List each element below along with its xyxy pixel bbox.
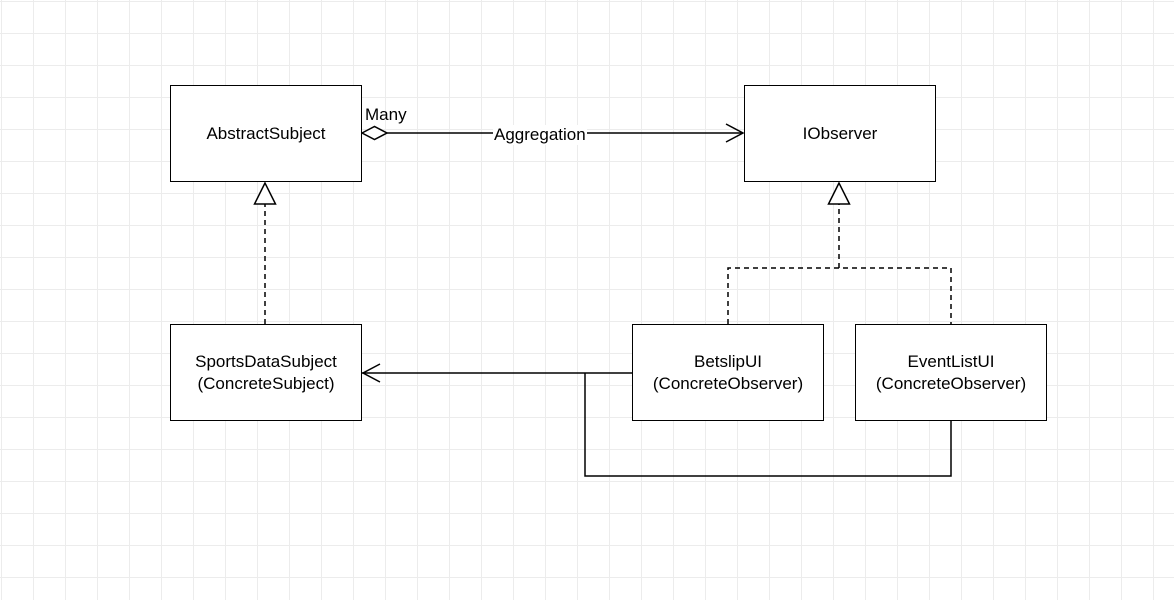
class-betslip-ui-stereotype: (ConcreteObserver) <box>652 373 804 393</box>
aggregation-arrowhead <box>725 123 745 143</box>
class-event-list-ui-name: EventListUI <box>907 351 995 371</box>
class-abstract-subject[interactable]: AbstractSubject <box>170 85 362 182</box>
subject-arrowhead <box>361 363 381 383</box>
aggregation-label: Aggregation <box>493 125 587 145</box>
observer-realization-edge[interactable] <box>727 181 952 324</box>
class-iobserver-name: IObserver <box>802 123 878 143</box>
observers-to-subject-edge[interactable] <box>361 363 952 477</box>
subject-realization-triangle <box>253 181 277 205</box>
aggregation-diamond <box>360 125 389 141</box>
subject-realization-edge[interactable] <box>253 181 277 324</box>
aggregation-multiplicity-label: Many <box>365 105 407 124</box>
eventlist-to-subject-path <box>584 373 952 477</box>
class-sports-data-subject-stereotype: (ConcreteSubject) <box>197 373 335 393</box>
class-betslip-ui[interactable]: BetslipUI (ConcreteObserver) <box>632 324 824 421</box>
class-iobserver[interactable]: IObserver <box>744 85 936 182</box>
class-betslip-ui-name: BetslipUI <box>693 351 763 371</box>
class-sports-data-subject[interactable]: SportsDataSubject (ConcreteSubject) <box>170 324 362 421</box>
observer-realization-branches <box>727 267 952 324</box>
class-event-list-ui-stereotype: (ConcreteObserver) <box>875 373 1027 393</box>
observer-realization-triangle <box>827 181 851 205</box>
class-sports-data-subject-name: SportsDataSubject <box>195 351 337 371</box>
class-event-list-ui[interactable]: EventListUI (ConcreteObserver) <box>855 324 1047 421</box>
class-abstract-subject-name: AbstractSubject <box>206 123 326 143</box>
